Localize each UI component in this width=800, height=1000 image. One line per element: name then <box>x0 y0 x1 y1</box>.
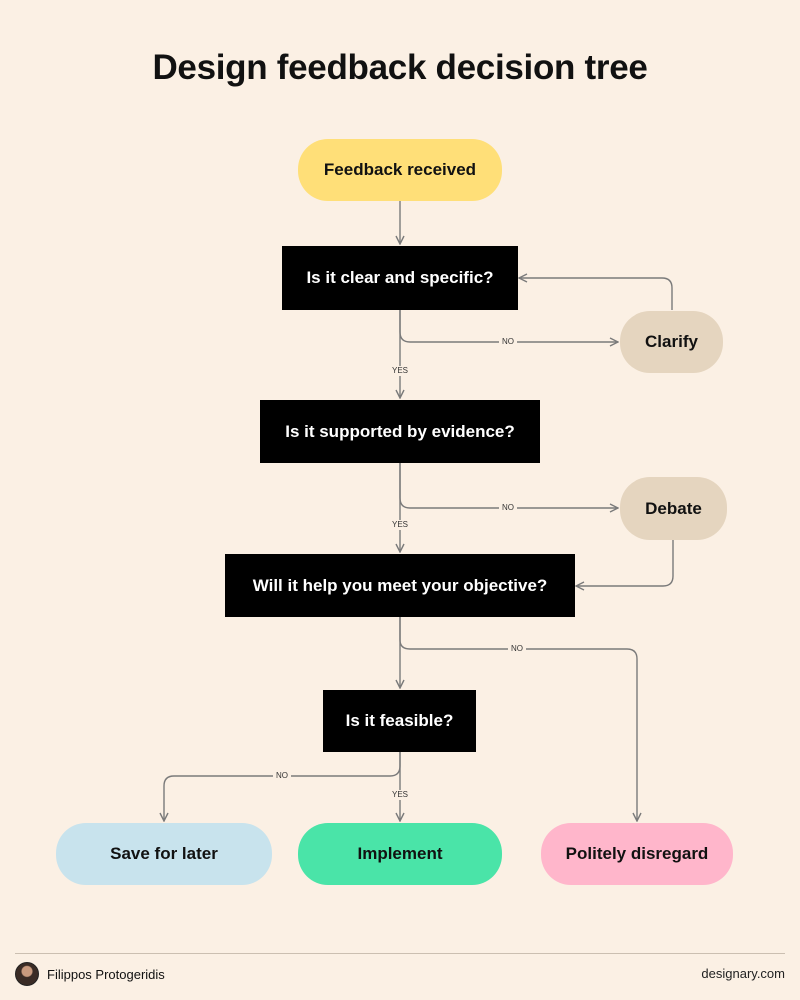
edge-clear-to-clarify <box>399 310 618 342</box>
edge-clarify-back <box>519 278 673 310</box>
node-implement: Implement <box>298 823 502 885</box>
node-meet-objective: Will it help you meet your objective? <box>225 554 575 617</box>
edge-label-yes: YES <box>388 790 412 800</box>
edge-supported-to-debate <box>399 463 618 508</box>
node-save-for-later: Save for later <box>56 823 272 885</box>
node-debate: Debate <box>620 477 727 540</box>
node-is-feasible: Is it feasible? <box>323 690 476 752</box>
avatar <box>15 962 39 986</box>
author-name: Filippos Protogeridis <box>47 966 165 982</box>
node-politely-disregard: Politely disregard <box>541 823 733 885</box>
page-title: Design feedback decision tree <box>152 48 648 87</box>
node-supported-by-evidence: Is it supported by evidence? <box>260 400 540 463</box>
edge-label-yes: YES <box>388 520 412 530</box>
edge-label-no: NO <box>273 771 291 781</box>
edge-feasible-to-save <box>164 752 401 821</box>
footer-divider <box>15 953 785 954</box>
node-clear-and-specific: Is it clear and specific? <box>282 246 518 310</box>
edge-label-no: NO <box>508 644 526 654</box>
edge-label-yes: YES <box>388 366 412 376</box>
footer-author: Filippos Protogeridis <box>15 962 165 986</box>
edge-debate-to-objective <box>576 540 674 586</box>
node-clarify: Clarify <box>620 311 723 373</box>
edge-label-no: NO <box>499 337 517 347</box>
footer-site: designary.com <box>701 966 785 981</box>
node-feedback-received: Feedback received <box>298 139 502 201</box>
edge-label-no: NO <box>499 503 517 513</box>
